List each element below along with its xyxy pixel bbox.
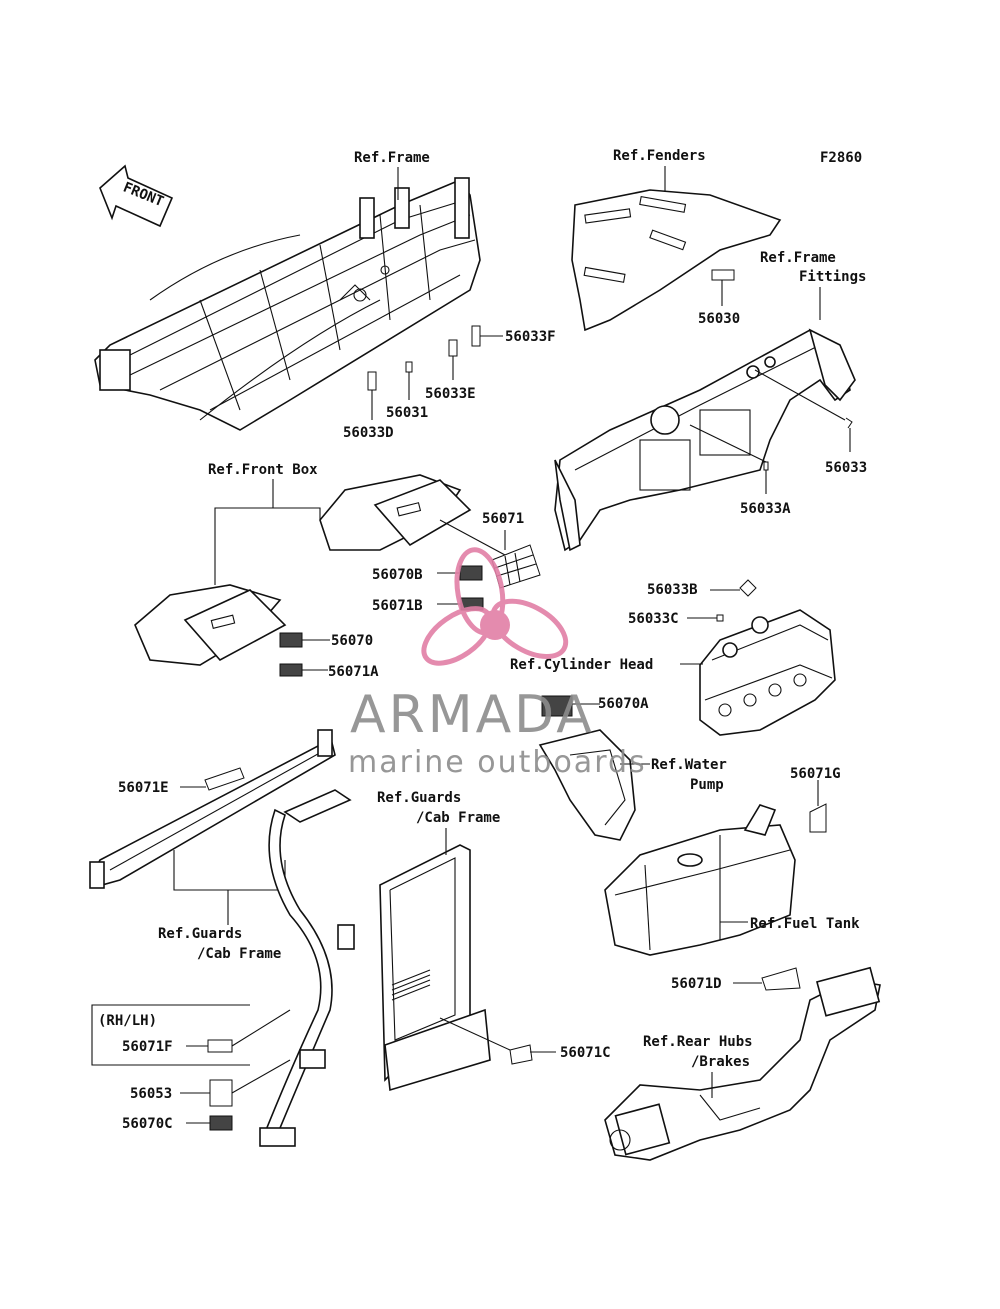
watermark: ARMADA marine outboards [348,547,647,780]
decal-56070A [541,695,573,717]
fenders [571,189,782,332]
part-56033: 56033 [825,460,867,476]
water-pump [538,729,636,841]
decal-56031 [405,361,413,373]
cylinder-head [699,609,836,736]
ref-water-pump-label-2: Pump [690,777,724,793]
main-frame [94,177,481,431]
dashboard-frame [554,328,856,552]
decal-56071A [279,663,303,677]
ref-front-box-label: Ref.Front Box [208,462,318,478]
decal-56071D [761,967,801,991]
part-56071B: 56071B [372,598,423,614]
decal-56033F [471,325,481,347]
watermark-tagline: marine outboards [348,745,647,780]
ref-frame-label: Ref.Frame [354,150,430,166]
ref-guards-cab-left-label-2: /Cab Frame [197,946,281,962]
guard-bar [89,729,336,889]
cab-frame [379,844,491,1092]
decal-56033D [367,371,377,391]
part-56070B: 56070B [372,567,423,583]
part-56030: 56030 [698,311,740,327]
part-56071A: 56071A [328,664,379,680]
decal-56053 [209,1079,233,1107]
rh-lh-box: (RH/LH) [91,1004,250,1066]
decal-56070C [209,1115,233,1131]
part-56071E: 56071E [118,780,169,796]
decal-56033 [845,417,853,429]
front-box-lower [134,584,287,666]
part-56071C: 56071C [560,1045,611,1061]
ref-frame-fittings-label-1: Ref.Frame [760,250,836,266]
front-arrow: FRONT [99,164,174,228]
part-56033E: 56033E [425,386,476,402]
part-56071G: 56071G [790,766,841,782]
ref-cylinder-head-label: Ref.Cylinder Head [510,657,653,673]
decal-56071F [207,1039,233,1053]
vent-grille [391,969,431,1001]
figure-code: F2860 [820,150,862,166]
fuel-tank [604,804,796,956]
part-56033D: 56033D [343,425,394,441]
ref-guards-cab-label-1: Ref.Guards [377,790,461,806]
part-56070A: 56070A [598,696,649,712]
part-56053: 56053 [130,1086,172,1102]
ref-fenders-label: Ref.Fenders [613,148,706,164]
decal-56033A [763,461,769,471]
ref-guards-cab-label-2: /Cab Frame [416,810,500,826]
decal-56071E [204,767,245,791]
roll-bar [259,789,355,1147]
ref-guards-cab-left-label-1: Ref.Guards [158,926,242,942]
part-56070C: 56070C [122,1116,173,1132]
decal-56071G [809,803,827,833]
part-56033A: 56033A [740,501,791,517]
decal-56033B [739,579,757,597]
decal-56033C [716,614,724,622]
ref-fuel-tank-label: Ref.Fuel Tank [750,916,860,932]
ref-rear-hubs-label-2: /Brakes [691,1054,750,1070]
part-56031: 56031 [386,405,428,421]
part-56071F: 56071F [122,1039,173,1055]
part-56033F: 56033F [505,329,556,345]
decal-56030 [711,269,735,281]
part-56071D: 56071D [671,976,722,992]
ref-rear-hubs-label-1: Ref.Rear Hubs [643,1034,753,1050]
front-box-upper [319,474,472,551]
watermark-brand: ARMADA [350,685,595,745]
decal-56071C [509,1044,533,1065]
part-56071: 56071 [482,511,524,527]
rear-axle [604,966,881,1161]
decal-56033E [448,339,458,357]
ref-frame-fittings-label-2: Fittings [799,269,866,285]
ref-water-pump-label-1: Ref.Water [651,757,727,773]
part-56070: 56070 [331,633,373,649]
rh-lh-label: (RH/LH) [98,1013,157,1029]
part-56033C: 56033C [628,611,679,627]
decal-56070B [459,565,483,581]
part-56033B: 56033B [647,582,698,598]
propeller-logo [421,547,569,666]
decal-56070 [279,632,303,648]
